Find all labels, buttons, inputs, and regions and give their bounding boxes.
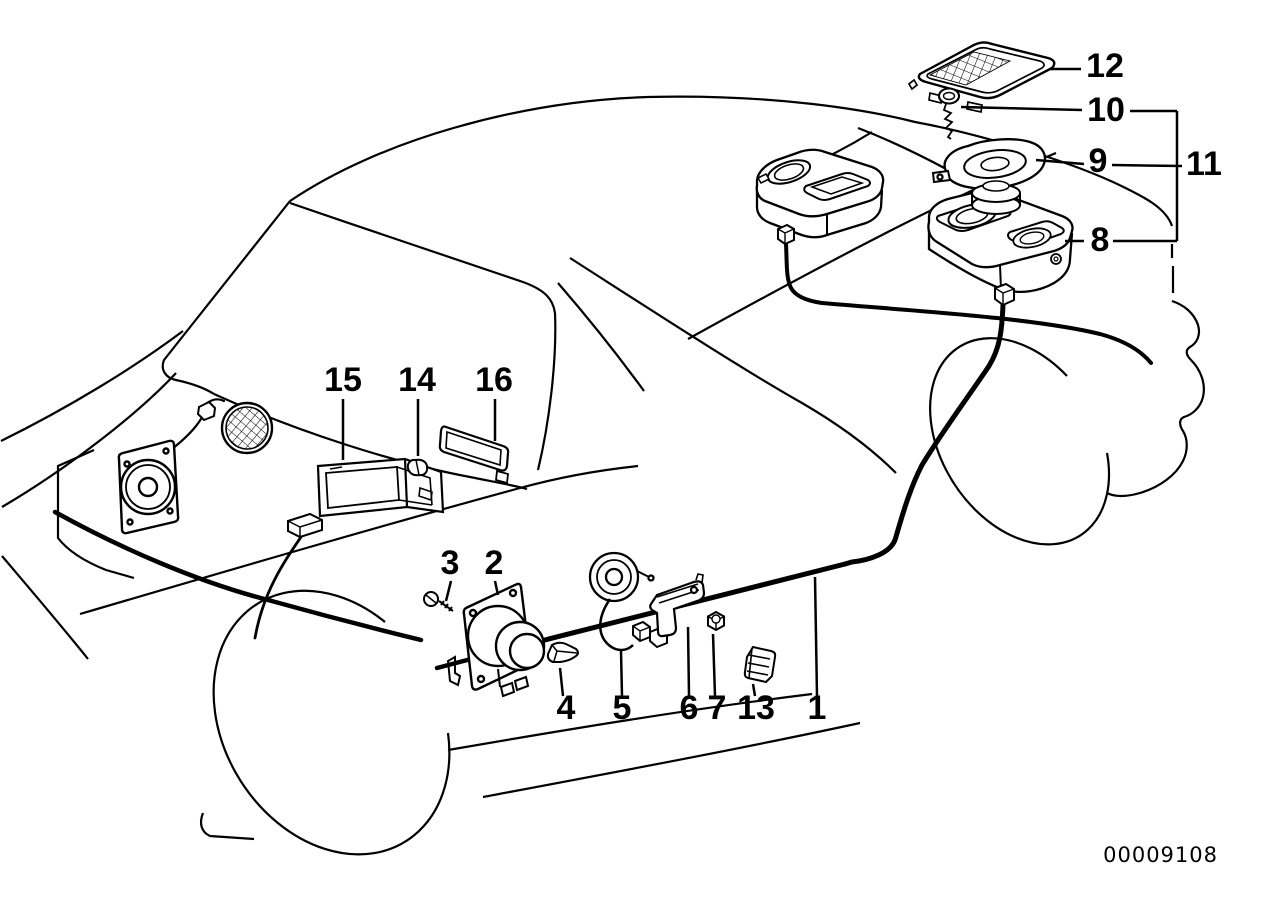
windshield-right-edge (289, 201, 557, 471)
front-wheel-arch (212, 589, 451, 856)
front-valance-line (199, 812, 255, 841)
speaker-grille-drawing (907, 41, 1056, 114)
callout-14[interactable]: 14 (398, 361, 436, 399)
roof-line (289, 95, 1174, 227)
callout-4[interactable]: 4 (557, 689, 576, 727)
car-body-outline (0, 95, 1205, 856)
cover-panel-drawing (438, 425, 510, 485)
leader-line-2 (493, 580, 500, 596)
rear-seat-line (569, 257, 897, 474)
mid-connector-wire (253, 535, 303, 640)
harness-wheel-arch-wrap (842, 302, 1006, 567)
front-speaker-drawing (117, 439, 180, 535)
callout-2[interactable]: 2 (485, 544, 504, 582)
tweeter-wire (170, 398, 226, 451)
rear-tweeter-wire (599, 598, 634, 652)
callout-5[interactable]: 5 (613, 689, 632, 727)
callout-labels: 12 10 9 11 8 15 14 16 3 2 4 5 6 7 13 1 (324, 47, 1222, 727)
leader-line-10-left (960, 105, 1083, 112)
leader-line-1 (813, 576, 819, 697)
wire-connector-left-box (777, 223, 795, 246)
callout-1[interactable]: 1 (808, 689, 827, 727)
speaker-bracket-corner (446, 655, 462, 687)
rear-speaker-drawing (931, 138, 1047, 215)
leader-line-4 (558, 667, 565, 697)
door-bottom-line (79, 464, 639, 616)
callout-3[interactable]: 3 (441, 544, 460, 582)
nut-7-drawing (707, 610, 725, 632)
callout-9[interactable]: 9 (1089, 142, 1108, 180)
rear-fascia-line (1106, 299, 1205, 498)
tweeter-connector (196, 400, 217, 422)
callout-13[interactable]: 13 (737, 689, 775, 727)
leader-line-5 (619, 650, 624, 697)
leader-line-6 (686, 626, 691, 697)
document-number: 00009108 (1103, 843, 1218, 867)
callout-7[interactable]: 7 (708, 689, 727, 727)
leader-lines (341, 67, 1183, 697)
left-box-wire (784, 242, 1153, 365)
wire-connector-right-box (994, 282, 1015, 307)
harness-rocker-run (538, 561, 848, 644)
door-speaker-drawing (446, 582, 546, 698)
door-pocket-bracket (56, 448, 135, 580)
leader-line-9-right (1111, 163, 1183, 168)
callout-16[interactable]: 16 (475, 361, 513, 399)
callout-12[interactable]: 12 (1086, 47, 1124, 85)
callout-10[interactable]: 10 (1087, 91, 1125, 129)
a-pillar-line (161, 200, 291, 395)
screw-3-drawing (423, 591, 454, 612)
trunk-lid-dashes (1170, 244, 1175, 293)
callout-8[interactable]: 8 (1091, 221, 1110, 259)
leader-line-13 (751, 683, 757, 697)
sleeve-part-drawing (406, 458, 429, 477)
rocker-line-lower (482, 721, 861, 799)
rear-wheel-arch (929, 337, 1111, 546)
front-tweeter-drawing (196, 400, 274, 455)
callout-15[interactable]: 15 (324, 361, 362, 399)
clip-4-drawing (546, 641, 579, 663)
rocker-line-upper (447, 692, 813, 752)
leader-line-3 (444, 580, 453, 602)
rear-shelf-box-left (755, 148, 885, 239)
mid-connector-box (287, 512, 323, 539)
wiring-harness-drawing (52, 242, 1153, 671)
callout-6[interactable]: 6 (680, 689, 699, 727)
clip-13-drawing (743, 645, 777, 684)
screw-10-drawing (937, 87, 961, 140)
leader-line-9-left (1035, 158, 1085, 166)
rear-tweeter-drawing (588, 551, 668, 652)
callout-11[interactable]: 11 (1186, 145, 1222, 183)
hood-seam-line (0, 330, 184, 442)
harness-front-run (52, 509, 424, 643)
rear-seat-line-2 (557, 282, 645, 392)
fender-edge-line (1, 372, 177, 508)
bracket-6-drawing (649, 573, 706, 638)
radio-cage-drawing (316, 457, 445, 518)
front-lower-body-line (1, 555, 89, 660)
leader-line-7 (711, 633, 717, 697)
